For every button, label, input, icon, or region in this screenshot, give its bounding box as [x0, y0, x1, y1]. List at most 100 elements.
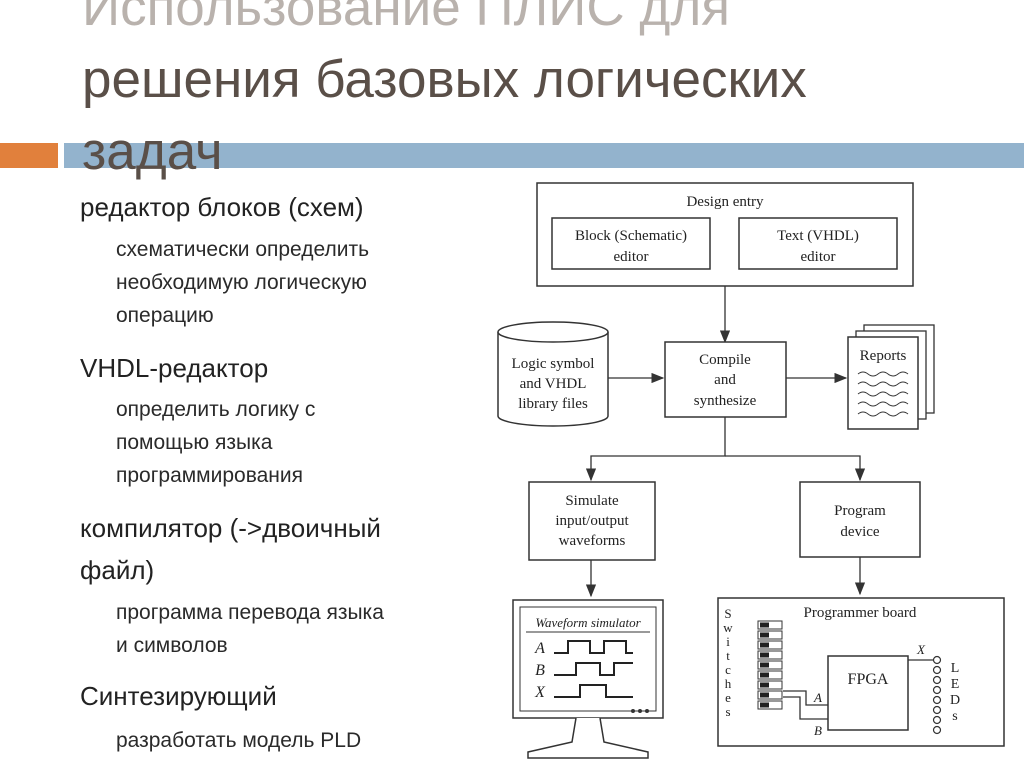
leds-letter: L [951, 661, 960, 676]
reports-label: Reports [860, 348, 907, 364]
led [932, 665, 942, 675]
fpga-chip [827, 655, 909, 731]
flow-arrow [585, 417, 726, 482]
bullet-compiler: компилятор (->двоичный [80, 513, 381, 543]
accent-bar-orange [0, 143, 58, 168]
waveform-a [554, 640, 633, 654]
bullet-synthesizer: Синтезирующий [80, 681, 277, 711]
switches-letter: i [726, 634, 730, 649]
switches-letter: h [725, 676, 732, 691]
dip-switch [757, 700, 783, 710]
signal-label: X [534, 684, 546, 701]
sub-bullet-line: определить логику с [116, 398, 316, 421]
accent-bar-blue [64, 143, 1024, 168]
led-bank [932, 655, 942, 735]
wire-b [783, 696, 828, 720]
led [932, 655, 942, 665]
programmer-board-label: Programmer board [804, 605, 917, 621]
library-label: library files [518, 396, 588, 412]
monitor-stand [527, 717, 649, 759]
sub-bullet-line: программа перевода языка [116, 601, 384, 624]
text-editor-label: editor [801, 249, 836, 265]
led [932, 715, 942, 725]
title-line-2: решения базовых логических [82, 50, 807, 109]
led [932, 675, 942, 685]
fpga-design-flow-diagram: Design entry Block (Schematic) editor Te… [488, 170, 1024, 767]
fpga-label: FPGA [848, 671, 889, 688]
text-editor-label: Text (VHDL) [777, 228, 859, 244]
bullet-compiler-line-2: файл) [80, 555, 155, 585]
dip-switch [757, 620, 783, 630]
sub-bullet-line: схематически определить [116, 238, 370, 261]
title-line-1: Использование ПЛИС для [82, 0, 730, 37]
library-label: and VHDL [520, 376, 587, 392]
program-device-box: Program device [799, 481, 921, 558]
pin-a-label: A [813, 690, 822, 705]
flow-arrow [725, 455, 866, 482]
switch-bank [757, 620, 783, 710]
switches-letter: s [725, 704, 730, 719]
led [932, 705, 942, 715]
program-label: Program [834, 503, 886, 519]
waveform-title: Waveform simulator [535, 615, 641, 630]
dip-switch [757, 680, 783, 690]
sub-bullet-line: программирования [116, 464, 304, 487]
compile-label: and [714, 372, 736, 388]
pin-x-label: X [916, 642, 926, 657]
sub-bullet-line: и символов [116, 634, 228, 657]
bullet-block-editor: редактор блоков (схем) [80, 192, 364, 222]
simulate-label: input/output [555, 513, 629, 529]
switches-letter: t [726, 648, 730, 663]
bullet-list: редактор блоков (схем) схематически опре… [0, 0, 500, 767]
simulate-label: Simulate [565, 493, 619, 509]
signal-label: A [534, 640, 545, 657]
waveform-monitor: Waveform simulator A B X [512, 599, 664, 759]
pin-b-label: B [814, 723, 822, 738]
reports-stack: Reports [847, 324, 935, 430]
sub-bullet-line: необходимую логическую [116, 271, 367, 294]
dip-switch [757, 690, 783, 700]
led [932, 695, 942, 705]
sub-bullet-line: разработать модель PLD [116, 729, 362, 752]
compile-box: Compile and synthesize [664, 341, 787, 418]
switches-letter: w [723, 620, 733, 635]
leds-letter: E [951, 677, 960, 692]
dip-switch [757, 640, 783, 650]
waveform-b [554, 662, 633, 676]
sub-bullet-line: помощью языка [116, 431, 273, 454]
design-entry-label: Design entry [686, 194, 764, 210]
leds-letter: s [952, 709, 957, 724]
program-label: device [840, 524, 879, 540]
simulate-box: Simulate input/output waveforms [528, 481, 656, 561]
library-label: Logic symbol [512, 356, 595, 372]
sub-bullet-line: операцию [116, 304, 214, 327]
switches-letter: e [725, 690, 731, 705]
dip-switch [757, 660, 783, 670]
switches-letter: S [724, 606, 731, 621]
led [932, 725, 942, 735]
compile-label: synthesize [694, 393, 757, 409]
text-editor-box [738, 217, 898, 270]
switches-letter: c [725, 662, 731, 677]
signal-label: B [535, 662, 545, 679]
block-editor-label: Block (Schematic) [575, 228, 687, 244]
led [932, 685, 942, 695]
block-editor-label: editor [614, 249, 649, 265]
wire-a [783, 690, 828, 706]
waveform-x [554, 684, 633, 698]
dip-switch [757, 630, 783, 640]
compile-label: Compile [699, 352, 751, 368]
slide-title: Использование ПЛИС для решения базовых л… [82, 0, 1022, 188]
title-line-3: задач [82, 122, 223, 181]
block-editor-box [551, 217, 711, 270]
leds-letter: D [950, 693, 960, 708]
library-files-cylinder: Logic symbol and VHDL library files [497, 321, 609, 427]
design-entry-box: Design entry Block (Schematic) editor Te… [536, 182, 914, 287]
simulate-label: waveforms [559, 533, 626, 549]
dip-switch [757, 650, 783, 660]
dip-switch [757, 670, 783, 680]
bullet-vhdl-editor: VHDL-редактор [80, 353, 269, 383]
